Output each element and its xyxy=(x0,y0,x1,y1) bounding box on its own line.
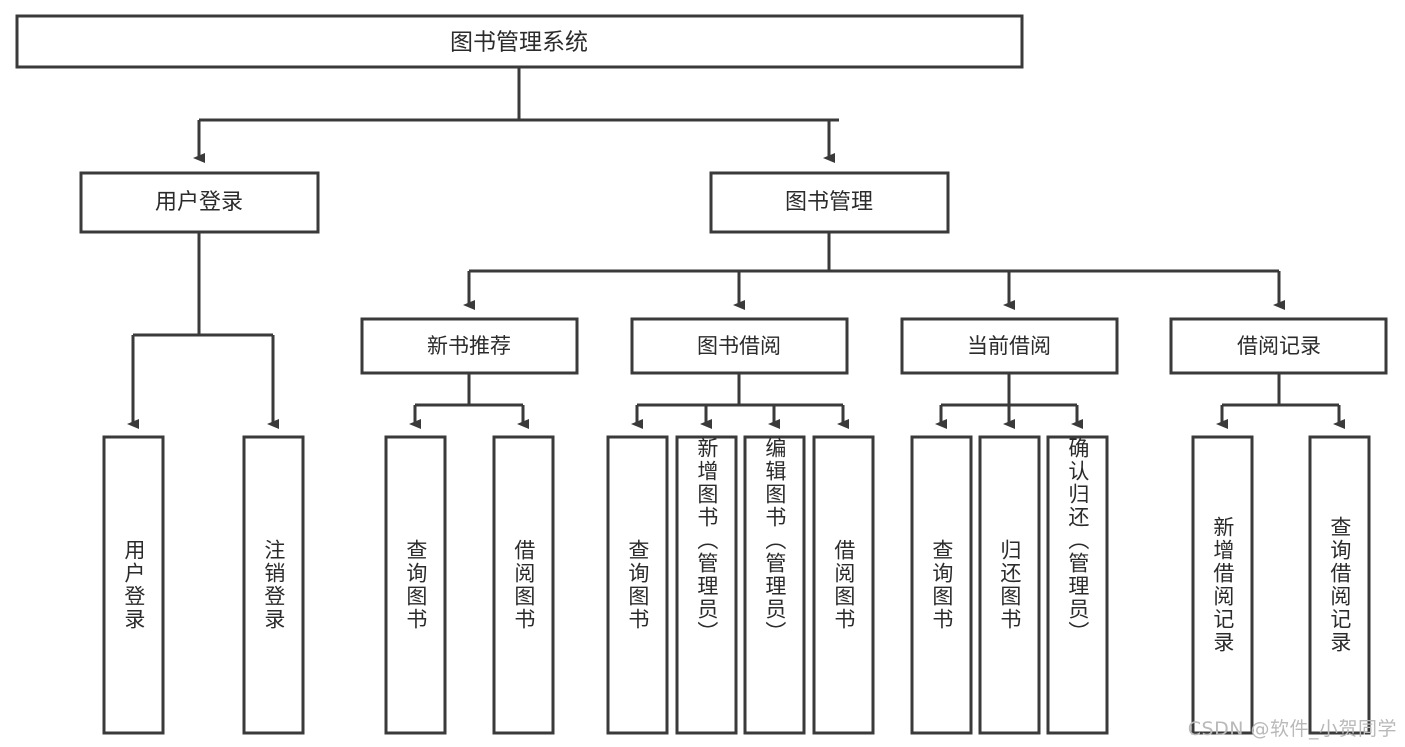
node-book-manage-label: 图书管理 xyxy=(785,190,873,215)
connector-user-login-to-leaves xyxy=(127,232,279,429)
node-root[interactable]: 图书管理系统 xyxy=(15,14,1024,69)
node-user-login-label: 用户登录 xyxy=(155,190,243,215)
leaf-current-borrow-confirm[interactable] xyxy=(1046,435,1109,735)
node-book-manage[interactable]: 图书管理 xyxy=(709,171,950,234)
node-new-book-recommend[interactable]: 新书推荐 xyxy=(360,317,579,375)
node-user-login[interactable]: 用户登录 xyxy=(79,171,320,234)
node-book-borrow[interactable]: 图书借阅 xyxy=(630,317,849,375)
connector-book-manage-to-level3 xyxy=(463,232,1285,310)
node-root-label: 图书管理系统 xyxy=(450,30,588,56)
node-current-borrow[interactable]: 当前借阅 xyxy=(900,317,1119,375)
node-borrow-record-label: 借阅记录 xyxy=(1237,334,1321,358)
leaf-new-book-borrow[interactable] xyxy=(492,435,555,735)
leaf-user-login-logout[interactable] xyxy=(242,435,305,735)
node-new-book-recommend-label: 新书推荐 xyxy=(427,334,511,358)
leaf-book-borrow-edit[interactable] xyxy=(743,435,806,735)
leaf-book-borrow-add[interactable] xyxy=(675,435,738,735)
csdn-watermark: CSDN @软件_小贺同学 xyxy=(1187,718,1397,740)
connector-book-borrow-to-leaves xyxy=(631,373,849,429)
leaf-current-borrow-return[interactable] xyxy=(978,435,1041,735)
connector-current-borrow-to-leaves xyxy=(935,373,1083,429)
leaf-book-borrow-borrow[interactable] xyxy=(812,435,875,735)
connector-root-to-level2 xyxy=(193,67,839,163)
node-current-borrow-label: 当前借阅 xyxy=(967,334,1051,358)
leaf-book-borrow-query[interactable] xyxy=(606,435,669,735)
connector-new-book-to-leaves xyxy=(409,373,529,429)
connector-borrow-record-to-leaves xyxy=(1216,373,1345,429)
leaf-user-login-login[interactable] xyxy=(102,435,165,735)
leaf-new-book-query[interactable] xyxy=(384,435,447,735)
node-borrow-record[interactable]: 借阅记录 xyxy=(1169,317,1388,375)
leaf-current-borrow-query[interactable] xyxy=(910,435,973,735)
leaf-borrow-record-query[interactable] xyxy=(1308,435,1371,735)
leaf-borrow-record-add[interactable] xyxy=(1191,435,1254,735)
node-book-borrow-label: 图书借阅 xyxy=(697,334,781,358)
